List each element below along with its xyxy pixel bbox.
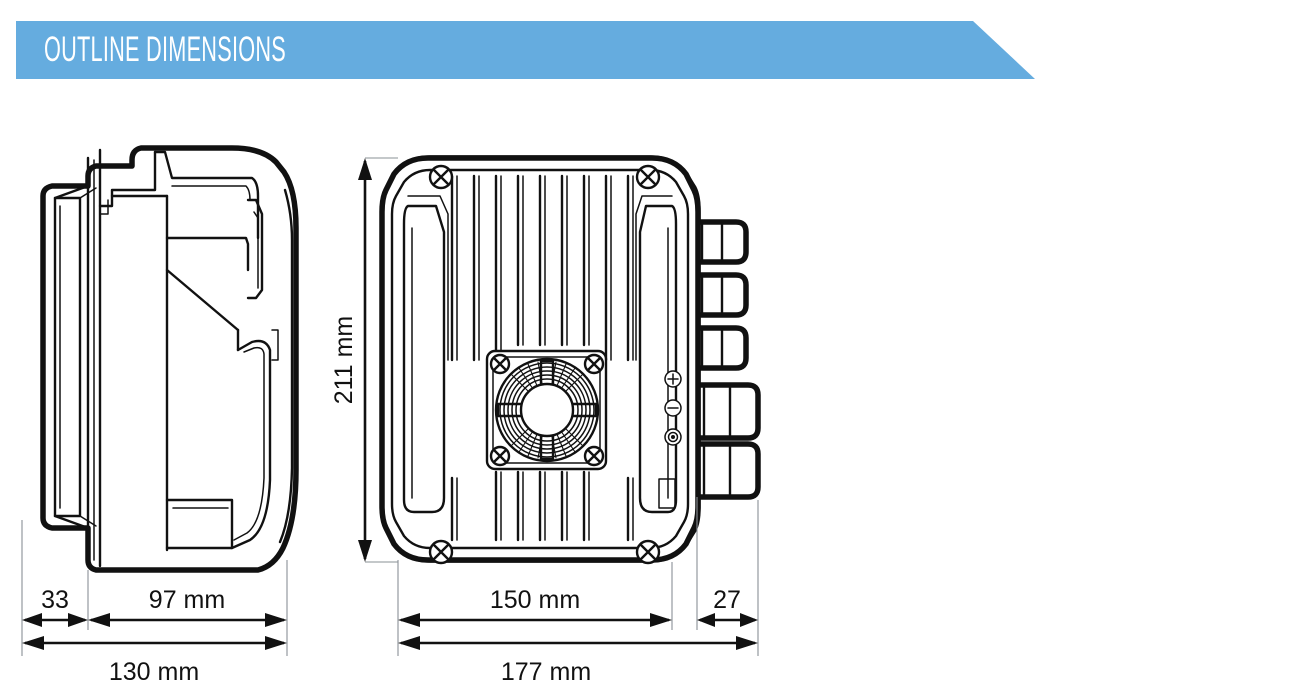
front-view-fin-pocket-right bbox=[635, 195, 673, 361]
side-view-upper-panel bbox=[153, 150, 260, 240]
dimension-97-label: 97 mm bbox=[149, 586, 225, 614]
side-view-right-contour bbox=[278, 188, 294, 544]
cooling-fan bbox=[485, 349, 608, 471]
banner-polygon bbox=[16, 21, 1035, 79]
dimension-130 bbox=[22, 636, 287, 650]
side-view-flange-notch-bottom bbox=[53, 514, 90, 530]
fan-grille-ring-1 bbox=[499, 362, 595, 458]
front-view-label-plate bbox=[658, 478, 676, 509]
fan-screw-br bbox=[583, 445, 605, 467]
side-view-right-slot-inner bbox=[253, 211, 259, 289]
side-view-mid-ledge bbox=[165, 236, 250, 272]
side-view-bottom-panel bbox=[165, 498, 234, 550]
fan-grille-ring-5 bbox=[515, 378, 579, 442]
side-view-top-step-inner bbox=[99, 199, 109, 215]
front-view bbox=[379, 155, 761, 565]
cable-gland-1 bbox=[685, 219, 749, 265]
cable-gland-2 bbox=[685, 272, 749, 318]
dimension-27 bbox=[697, 613, 758, 627]
corner-screw-bottom-left bbox=[428, 539, 454, 565]
corner-screw-group bbox=[428, 164, 661, 565]
dimension-annotations: 33 97 mm 130 mm 211 mm 150 mm bbox=[21, 157, 759, 686]
dimension-150 bbox=[398, 613, 672, 627]
indicator-group bbox=[664, 370, 682, 446]
header-banner-shape bbox=[16, 21, 1035, 79]
corner-screw-bottom-right bbox=[635, 539, 661, 565]
side-view-diagonal-facet bbox=[165, 268, 240, 332]
fan-screw-group bbox=[489, 353, 605, 467]
minus-indicator-icon[interactable] bbox=[664, 399, 682, 417]
side-view-flange-notch-top bbox=[53, 184, 90, 200]
side-view-left-flange bbox=[53, 196, 82, 518]
dimension-130-label: 130 mm bbox=[109, 658, 199, 686]
front-view-right-pocket bbox=[638, 204, 678, 514]
heat-fins-upper bbox=[450, 174, 634, 362]
fan-hub bbox=[519, 382, 575, 438]
dimension-150-label: 150 mm bbox=[490, 586, 580, 614]
dimension-211 bbox=[358, 158, 372, 562]
fan-screw-bl bbox=[489, 445, 511, 467]
dimension-97 bbox=[88, 613, 287, 627]
dimension-27-label: 27 bbox=[713, 586, 741, 614]
side-view-connector-block-inner bbox=[233, 346, 265, 541]
front-view-fin-pocket-left bbox=[407, 195, 449, 361]
dimension-177 bbox=[398, 636, 758, 650]
front-view-left-pocket bbox=[402, 204, 446, 514]
side-view-outer-body bbox=[40, 145, 299, 573]
dimension-33-label: 33 bbox=[41, 586, 69, 614]
side-view-top-step bbox=[98, 150, 157, 208]
fan-screw-tl bbox=[489, 353, 511, 375]
side-view-upper-panel-inner bbox=[171, 185, 251, 201]
fan-grille-ring-2 bbox=[503, 366, 591, 454]
header-banner bbox=[16, 21, 1035, 79]
side-view-connector-block bbox=[230, 339, 272, 550]
corner-screw-top-right bbox=[635, 164, 661, 190]
fan-frame-inner bbox=[492, 356, 601, 464]
target-indicator-icon[interactable] bbox=[664, 428, 682, 446]
heat-fins-lower bbox=[450, 470, 634, 542]
side-view-right-slot bbox=[246, 198, 264, 300]
plus-indicator-icon[interactable] bbox=[664, 370, 682, 388]
fan-grille-ring-4 bbox=[511, 374, 583, 446]
corner-screw-top-left bbox=[428, 164, 454, 190]
dimension-177-label: 177 mm bbox=[501, 658, 591, 686]
fan-screw-tr bbox=[583, 353, 605, 375]
fan-grille-ring-3 bbox=[507, 370, 587, 450]
side-view bbox=[40, 145, 299, 573]
dimension-33 bbox=[22, 613, 88, 627]
cable-gland-3 bbox=[685, 325, 749, 371]
cable-gland-group bbox=[685, 219, 761, 500]
page-title: OUTLINE DIMENSIONS bbox=[44, 30, 286, 69]
cable-gland-4 bbox=[685, 382, 761, 441]
dimension-211-label: 211 mm bbox=[330, 316, 358, 404]
cable-gland-5 bbox=[685, 441, 761, 500]
side-view-right-tab bbox=[271, 329, 279, 361]
